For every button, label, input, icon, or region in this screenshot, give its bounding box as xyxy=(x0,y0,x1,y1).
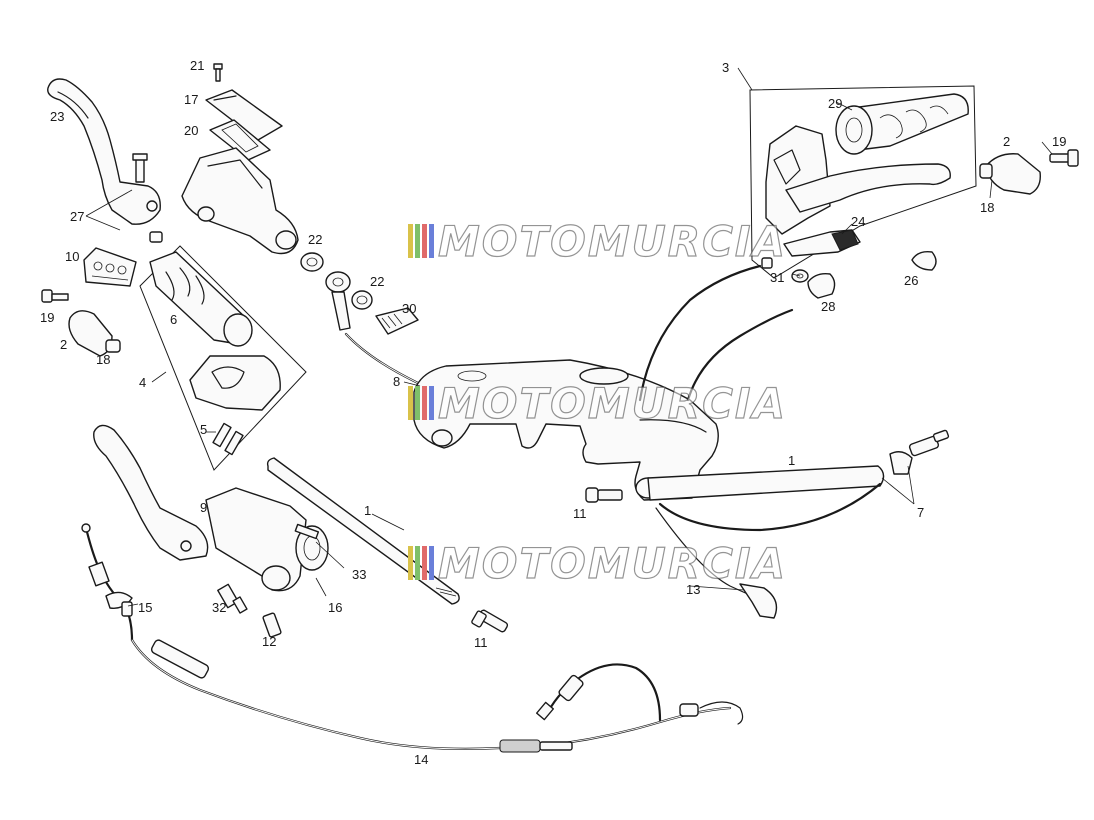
watermark-bottom: MOTOMURCIA xyxy=(408,538,787,589)
watermark-top: MOTOMURCIA xyxy=(408,216,787,267)
part-right-cables xyxy=(638,264,882,619)
callout-label: 28 xyxy=(821,299,835,314)
callout-label: 32 xyxy=(212,600,226,615)
callout-label: 9 xyxy=(200,500,207,515)
callout-label: 18 xyxy=(96,352,110,367)
callout-label: 33 xyxy=(352,567,366,582)
part-right-lever xyxy=(785,163,951,213)
callout-label: 27 xyxy=(70,209,84,224)
callout-label: 22 xyxy=(308,232,322,247)
callout-label: 18 xyxy=(980,200,994,215)
part-clip-26 xyxy=(911,250,937,271)
callout-label: 30 xyxy=(402,301,416,316)
callout-label: 13 xyxy=(686,582,700,597)
watermark-middle: MOTOMURCIA xyxy=(408,378,787,429)
part-bar-end-weight-right xyxy=(985,153,1041,195)
callout-label: 24 xyxy=(851,214,865,229)
callout-label: 14 xyxy=(414,752,428,767)
watermark-stripe xyxy=(429,386,434,420)
part-master-cylinder xyxy=(181,147,299,255)
watermark-stripe xyxy=(408,386,413,420)
callout-label: 6 xyxy=(170,312,177,327)
part-cable-holder-28 xyxy=(807,272,836,299)
watermark-stripe xyxy=(415,224,420,258)
part-clamp-screw-33 xyxy=(294,523,320,540)
callout-label: 1 xyxy=(364,503,371,518)
callout-label: 8 xyxy=(393,374,400,389)
part-banjo-fitting xyxy=(325,271,351,331)
watermark-stripe xyxy=(422,546,427,580)
callout-label: 11 xyxy=(474,635,488,650)
part-housing-screws xyxy=(212,422,244,456)
callout-label: 26 xyxy=(904,273,918,288)
callout-label: 2 xyxy=(60,337,67,352)
callout-label: 19 xyxy=(1052,134,1066,149)
part-insert-12 xyxy=(262,612,282,638)
part-throttle-cable xyxy=(130,638,744,753)
part-throttle-grip xyxy=(835,93,969,155)
callout-label: 17 xyxy=(184,92,198,107)
callout-label: 21 xyxy=(190,58,204,73)
part-banjo-bolt xyxy=(375,307,419,335)
callout-label: 2 xyxy=(1003,134,1010,149)
part-lever-clip-24 xyxy=(783,229,861,257)
part-switch-32 xyxy=(217,583,248,614)
part-brake-hose xyxy=(344,332,422,386)
callout-label: 16 xyxy=(328,600,342,615)
part-bar-end-bolt-right xyxy=(1049,149,1079,167)
leader-lines xyxy=(85,67,1053,607)
part-washer-22b xyxy=(351,290,373,310)
watermark-stripe xyxy=(429,224,434,258)
callout-label: 11 xyxy=(573,506,587,521)
part-bar-end-insert-left xyxy=(105,339,121,353)
part-pivot-nut xyxy=(149,231,163,243)
callout-labels: 1 1 2 2 3 4 5 6 7 8 9 10 11 11 12 13 14 … xyxy=(40,58,1066,767)
part-switch-10 xyxy=(83,247,137,287)
group-box-3 xyxy=(749,85,977,279)
part-handlebar-right xyxy=(647,465,885,501)
part-cable-adjuster-7 xyxy=(889,429,950,475)
part-switch-housing xyxy=(189,355,281,411)
part-washer-22a xyxy=(300,252,324,272)
part-screw-21 xyxy=(213,63,223,82)
callout-label: 5 xyxy=(200,422,207,437)
callout-label: 20 xyxy=(184,123,198,138)
watermark-stripe xyxy=(415,386,420,420)
callout-label: 3 xyxy=(722,60,729,75)
part-left-grip xyxy=(149,251,253,347)
callout-label: 12 xyxy=(262,634,276,649)
watermark-stripe xyxy=(408,546,413,580)
watermark-stripe xyxy=(422,224,427,258)
watermark-stripe xyxy=(415,546,420,580)
watermark-text: MOTOMURCIA xyxy=(438,379,787,428)
part-bolt-11-upper xyxy=(585,487,623,503)
callout-label: 19 xyxy=(40,310,54,325)
callout-label: 23 xyxy=(50,109,64,124)
callout-label: 4 xyxy=(139,375,146,390)
part-bar-end-insert-right xyxy=(979,163,993,179)
callout-label: 22 xyxy=(370,274,384,289)
part-brake-lever xyxy=(93,424,209,561)
watermark-stripe xyxy=(422,386,427,420)
part-choke-cable xyxy=(81,523,134,642)
callout-label: 29 xyxy=(828,96,842,111)
part-bar-end-bolt-left xyxy=(41,289,69,303)
callout-label: 15 xyxy=(138,600,152,615)
part-clutch-lever xyxy=(47,78,161,225)
part-pivot-bolt xyxy=(132,153,148,183)
watermark-stripe xyxy=(408,224,413,258)
watermark-text: MOTOMURCIA xyxy=(438,539,787,588)
callout-label: 7 xyxy=(917,505,924,520)
callout-label: 10 xyxy=(65,249,79,264)
part-lever-mount xyxy=(205,487,329,592)
callout-label: 31 xyxy=(770,270,784,285)
part-choke-adjuster xyxy=(121,601,133,617)
callout-label: 1 xyxy=(788,453,795,468)
watermark-text: MOTOMURCIA xyxy=(438,217,787,266)
watermark-stripe xyxy=(429,546,434,580)
part-bolt-11-lower xyxy=(471,609,509,633)
